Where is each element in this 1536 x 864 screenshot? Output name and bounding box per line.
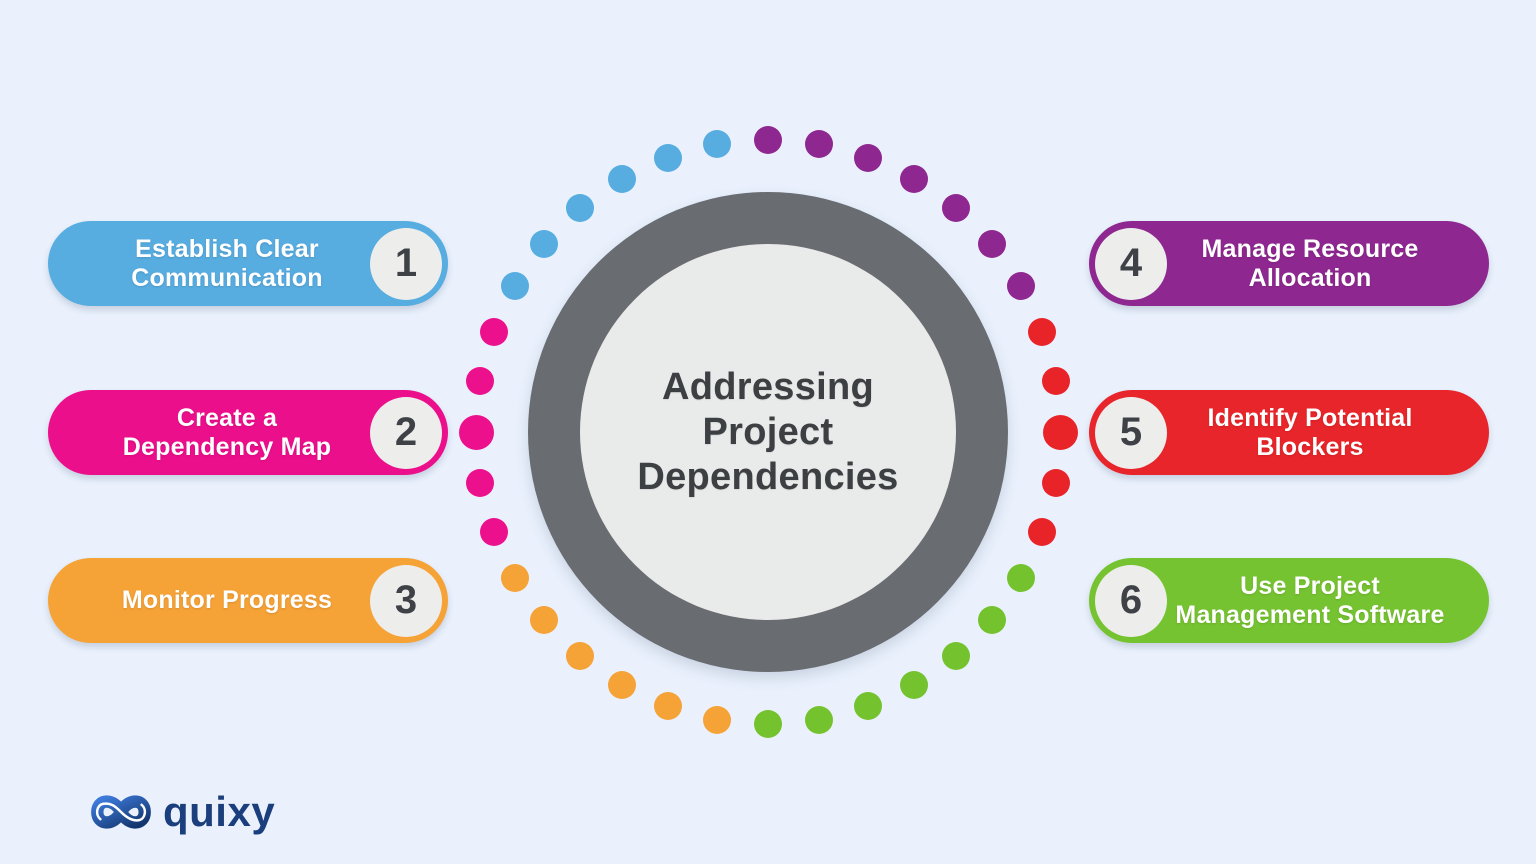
item-number-badge: 1	[370, 227, 442, 300]
item-pill-5: 5 Identify Potential Blockers	[1089, 390, 1489, 475]
ring-dot-pink	[479, 517, 508, 546]
ring-dot-red	[1028, 318, 1057, 347]
item-label: Monitor Progress	[121, 586, 333, 614]
ring-dot-pink	[466, 367, 495, 396]
center-circle-ring: Addressing Project Dependencies	[528, 192, 1008, 672]
ring-dot-orange	[566, 641, 595, 670]
ring-dot-blue	[530, 230, 559, 259]
ring-dot-blue	[703, 130, 732, 159]
ring-dot-purple	[900, 165, 928, 194]
ring-dot-red	[1041, 468, 1070, 497]
ring-dot-purple	[941, 194, 970, 223]
ring-dot-purple	[754, 126, 782, 154]
ring-dot-orange	[703, 705, 732, 734]
ring-dot-orange	[608, 670, 636, 699]
ring-dot-green	[900, 670, 928, 699]
item-number-badge: 2	[370, 396, 442, 469]
item-pill-3: 3 Monitor Progress	[48, 558, 448, 643]
ring-dot-purple	[804, 130, 833, 159]
ring-dot-purple	[853, 143, 882, 172]
ring-dot-green	[977, 605, 1006, 634]
item-number-badge: 6	[1095, 564, 1167, 637]
ring-dot-red	[1041, 367, 1070, 396]
ring-dot-pink	[458, 414, 494, 450]
item-number-badge: 4	[1095, 227, 1167, 300]
ring-dot-green	[941, 641, 970, 670]
item-label: Establish Clear Communication	[131, 234, 323, 292]
quixy-logo: quixy	[88, 784, 275, 840]
ring-dot-orange	[654, 692, 683, 721]
item-pill-2: 2 Create a Dependency Map	[48, 390, 448, 475]
item-number-badge: 3	[370, 564, 442, 637]
item-pill-1: 1 Establish Clear Communication	[48, 221, 448, 306]
ring-dot-blue	[608, 165, 636, 194]
item-label: Manage Resource Allocation	[1201, 234, 1419, 292]
item-label: Identify Potential Blockers	[1207, 403, 1413, 461]
ring-dot-green	[853, 692, 882, 721]
ring-dot-green	[804, 705, 833, 734]
quixy-wordmark: quixy	[163, 788, 276, 835]
item-number-badge: 5	[1095, 396, 1167, 469]
ring-dot-orange	[501, 564, 530, 592]
item-label: Use Project Management Software	[1175, 571, 1445, 629]
ring-dot-blue	[654, 143, 683, 172]
ring-dot-pink	[479, 318, 508, 347]
ring-dot-green	[754, 710, 782, 738]
ring-dot-red	[1028, 517, 1057, 546]
item-label: Create a Dependency Map	[122, 403, 332, 461]
ring-dot-green	[1006, 564, 1035, 592]
ring-dot-purple	[977, 230, 1006, 259]
center-circle-inner: Addressing Project Dependencies	[580, 244, 956, 620]
item-pill-4: 4 Manage Resource Allocation	[1089, 221, 1489, 306]
ring-dot-purple	[1006, 272, 1035, 300]
ring-dot-red	[1042, 414, 1078, 450]
ring-dot-orange	[530, 605, 559, 634]
ring-dot-blue	[566, 194, 595, 223]
ring-dot-pink	[466, 468, 495, 497]
infographic-title: Addressing Project Dependencies	[637, 365, 899, 498]
infinity-icon	[91, 795, 151, 829]
ring-dot-blue	[501, 272, 530, 300]
